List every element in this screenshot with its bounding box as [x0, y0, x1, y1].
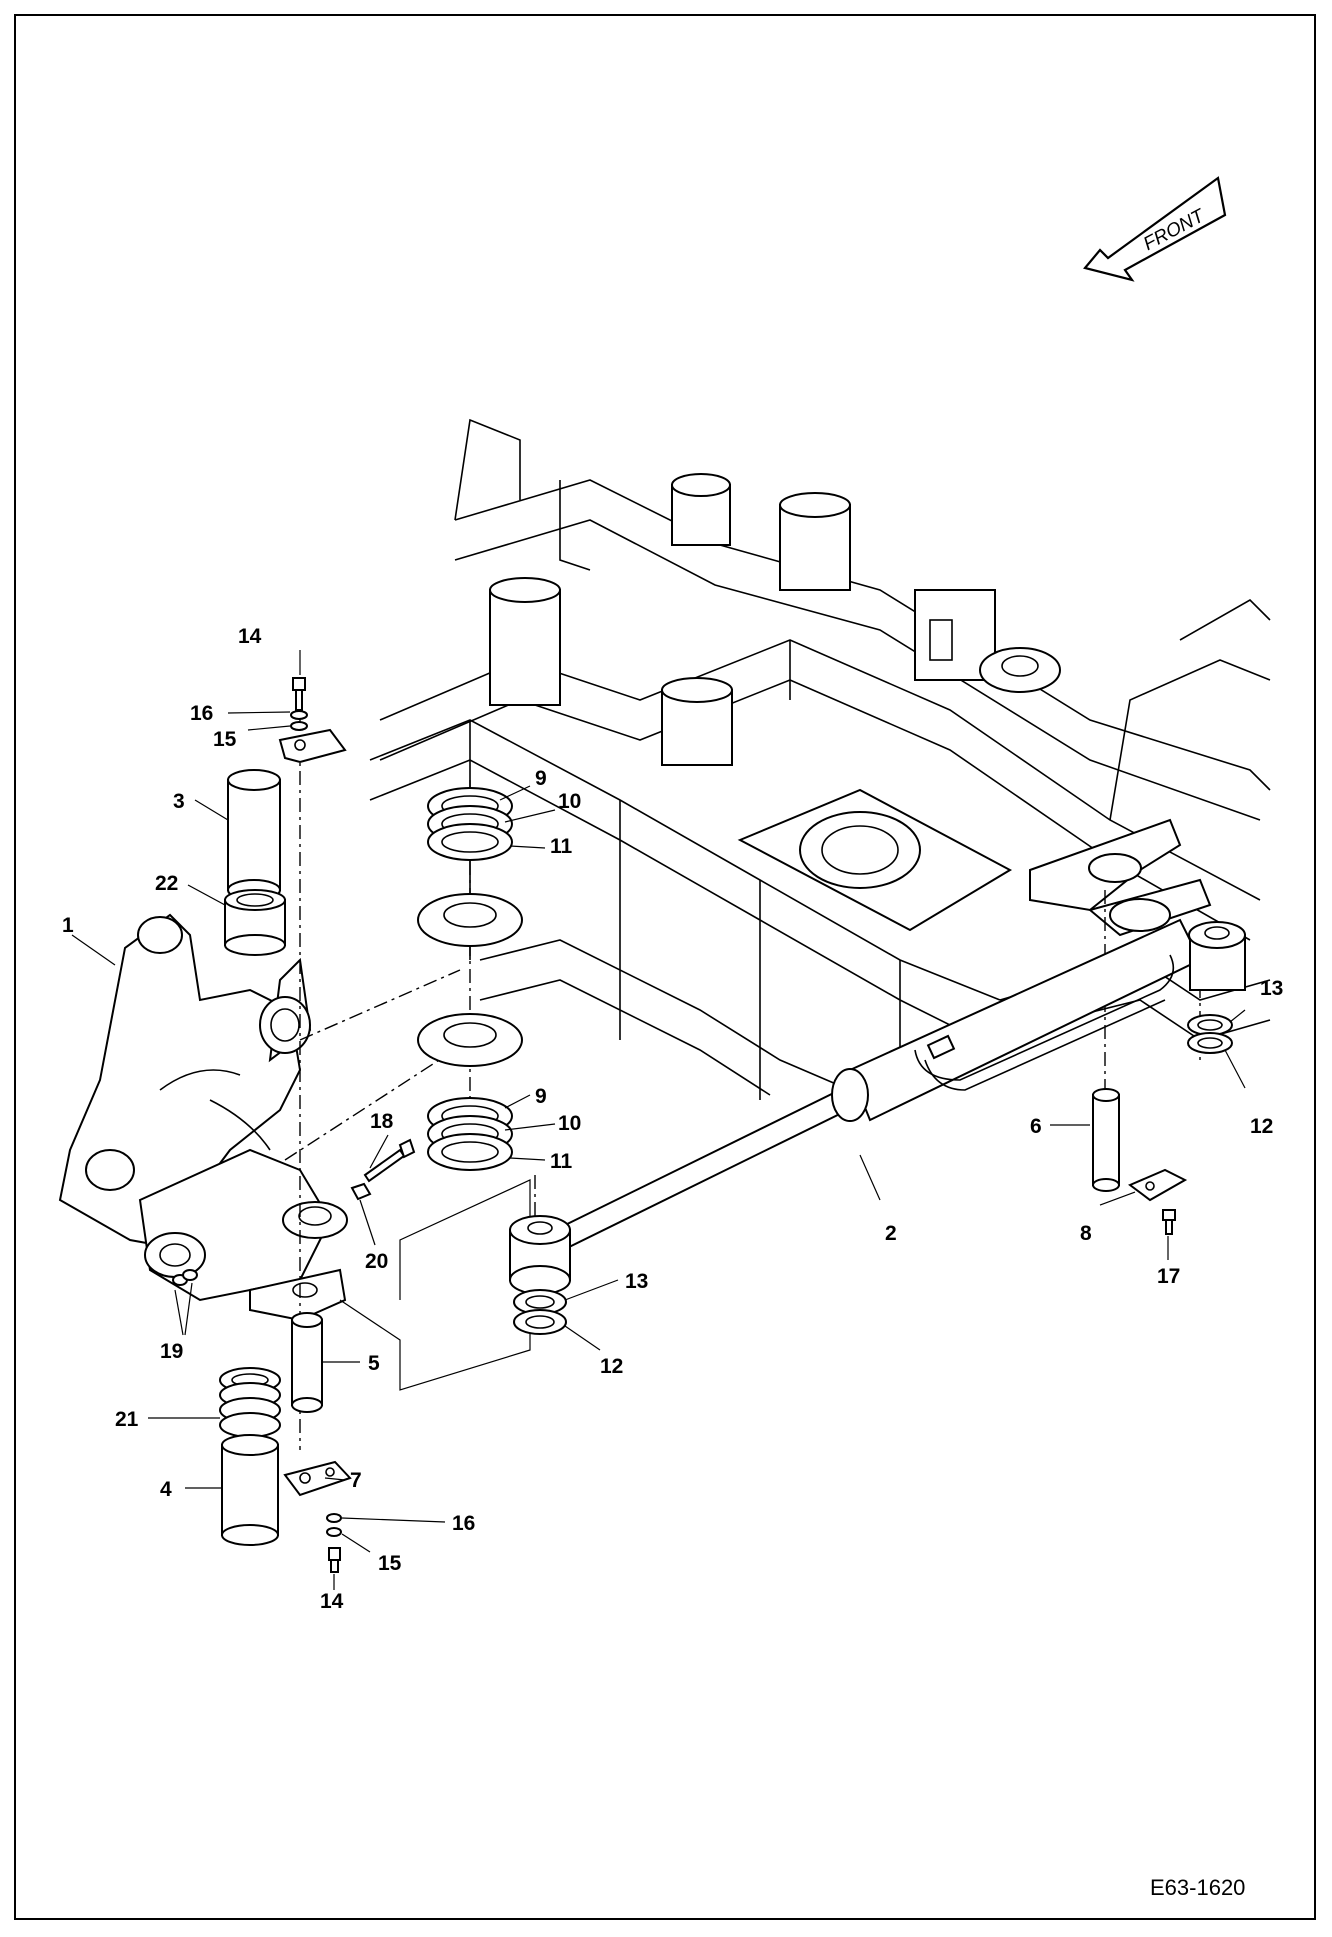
washer-16-lower [326, 1513, 342, 1523]
callout-15-lower: 15 [378, 1552, 402, 1575]
frame-mount-block [661, 677, 733, 766]
pin-3 [227, 769, 281, 901]
callout-7: 7 [350, 1469, 362, 1492]
washer-15-upper [290, 721, 308, 731]
leader-lines [71, 650, 1246, 1590]
figure-id: E63-1620 [1150, 1875, 1245, 1900]
front-arrow-icon: FRONT [1083, 176, 1227, 282]
cylinder-mount-bracket [1029, 818, 1212, 937]
swing-cylinder [509, 918, 1246, 1295]
bolt-14-upper [292, 677, 306, 711]
bushing-12-lower [513, 1309, 567, 1335]
centerline [299, 969, 461, 1041]
nut-20 [350, 1182, 372, 1201]
callout-14-upper: 14 [238, 625, 262, 648]
callout-18: 18 [370, 1110, 394, 1133]
frame-pivot-upper [417, 893, 523, 947]
callout-22: 22 [155, 872, 178, 895]
callout-9-lower: 9 [535, 1085, 547, 1108]
shim-21 [219, 1367, 281, 1438]
frame-mount-block [671, 473, 731, 546]
swing-bracket [58, 913, 348, 1322]
reference-box [339, 1179, 531, 1391]
callout-11-upper: 11 [550, 835, 573, 858]
callout-5: 5 [368, 1352, 380, 1375]
pin-5 [291, 1312, 323, 1413]
frame-pivot-boss [979, 647, 1061, 693]
bolt-17 [1162, 1209, 1176, 1235]
washer-15-lower [326, 1527, 342, 1537]
drawing-frame [14, 14, 1316, 1920]
callout-21: 21 [115, 1408, 139, 1431]
callout-9-upper: 9 [535, 767, 547, 790]
swing-bearing-plate [737, 788, 1013, 932]
callout-1: 1 [62, 914, 74, 937]
frame-mount-block [779, 492, 851, 591]
callout-3: 3 [173, 790, 185, 813]
shim-stack-lower [427, 1097, 513, 1171]
callout-2: 2 [885, 1222, 897, 1245]
shim-stack-upper [427, 787, 513, 861]
bushing-22 [224, 889, 286, 956]
plate-upper [278, 728, 347, 764]
callout-11-lower: 11 [550, 1150, 573, 1173]
callout-6: 6 [1030, 1115, 1042, 1138]
pin-4 [221, 1434, 279, 1546]
plate-8 [1128, 1168, 1188, 1202]
callout-12-left: 12 [600, 1355, 623, 1378]
callout-16-lower: 16 [452, 1512, 475, 1535]
callout-10-lower: 10 [558, 1112, 581, 1135]
frame-pivot-lower [417, 1013, 523, 1067]
cylinder-rod-end [509, 1215, 571, 1295]
cylinder-head-end [1188, 921, 1246, 991]
callout-14-lower: 14 [320, 1590, 344, 1613]
callout-15-upper: 15 [213, 728, 237, 751]
frame-mount-block [489, 577, 561, 706]
callout-17: 17 [1157, 1265, 1180, 1288]
nuts-19 [172, 1269, 198, 1286]
pin-6 [1092, 1088, 1120, 1192]
callout-16-upper: 16 [190, 702, 213, 725]
callout-12-right: 12 [1250, 1115, 1273, 1138]
callout-labels: 1 2 3 4 5 6 7 8 9 9 10 10 11 11 12 12 13… [62, 625, 1283, 1613]
washer-16-upper [290, 710, 308, 720]
callout-13-right: 13 [1260, 977, 1283, 1000]
callout-13-left: 13 [625, 1270, 648, 1293]
callout-20: 20 [365, 1250, 388, 1273]
bushing-12-upper [1187, 1032, 1233, 1054]
plate-7 [283, 1460, 352, 1497]
callout-10-upper: 10 [558, 790, 581, 813]
callout-19: 19 [160, 1340, 183, 1363]
bolt-14-lower [328, 1547, 341, 1573]
callout-8: 8 [1080, 1222, 1092, 1245]
bolt-18 [363, 1138, 416, 1183]
callout-4: 4 [160, 1478, 172, 1501]
